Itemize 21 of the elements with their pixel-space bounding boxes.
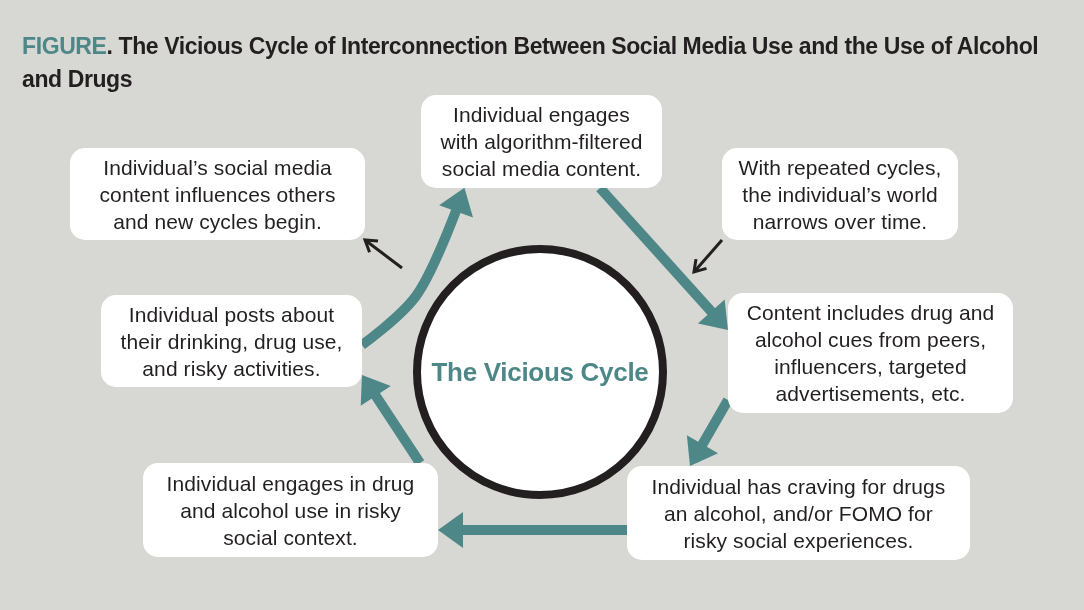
block-arrow (438, 512, 627, 548)
step-text: Individual engages with algorithm-filtered social media content. (439, 102, 644, 182)
step-box (101, 295, 362, 387)
step-text: Individual has craving for drugs an alcohol, and/or FOMO for risky social experiences. (650, 473, 947, 554)
step-text: Individual’s social media content influences others and new cycles begin. (98, 154, 337, 235)
step-box (421, 95, 662, 188)
block-arrow (360, 375, 425, 466)
step-box (627, 466, 970, 560)
step-box (143, 463, 438, 557)
step-box (728, 293, 1013, 413)
arrow (363, 238, 403, 270)
step-text: With repeated cycles, the individual’s world narrows over time. (737, 154, 943, 235)
step-text: Content includes drug and alcohol cues from peers, influencers, targeted advertisements, etc. (745, 300, 996, 407)
figure-title: FIGURE. The Vicious Cycle of Interconnection Between Social Media Use and the Use of Alcohol and Drugs (22, 32, 1040, 94)
step-box (722, 148, 958, 240)
step-text: Individual engages in drug and alcohol use in risky social context. (165, 470, 416, 551)
step-text: Individual posts about their drinking, drug use, and risky activities. (119, 301, 344, 382)
cycle-title: The Vicious Cycle (431, 356, 649, 388)
block-arrow (686, 397, 733, 466)
step-box (70, 148, 365, 240)
arrow (692, 239, 724, 274)
